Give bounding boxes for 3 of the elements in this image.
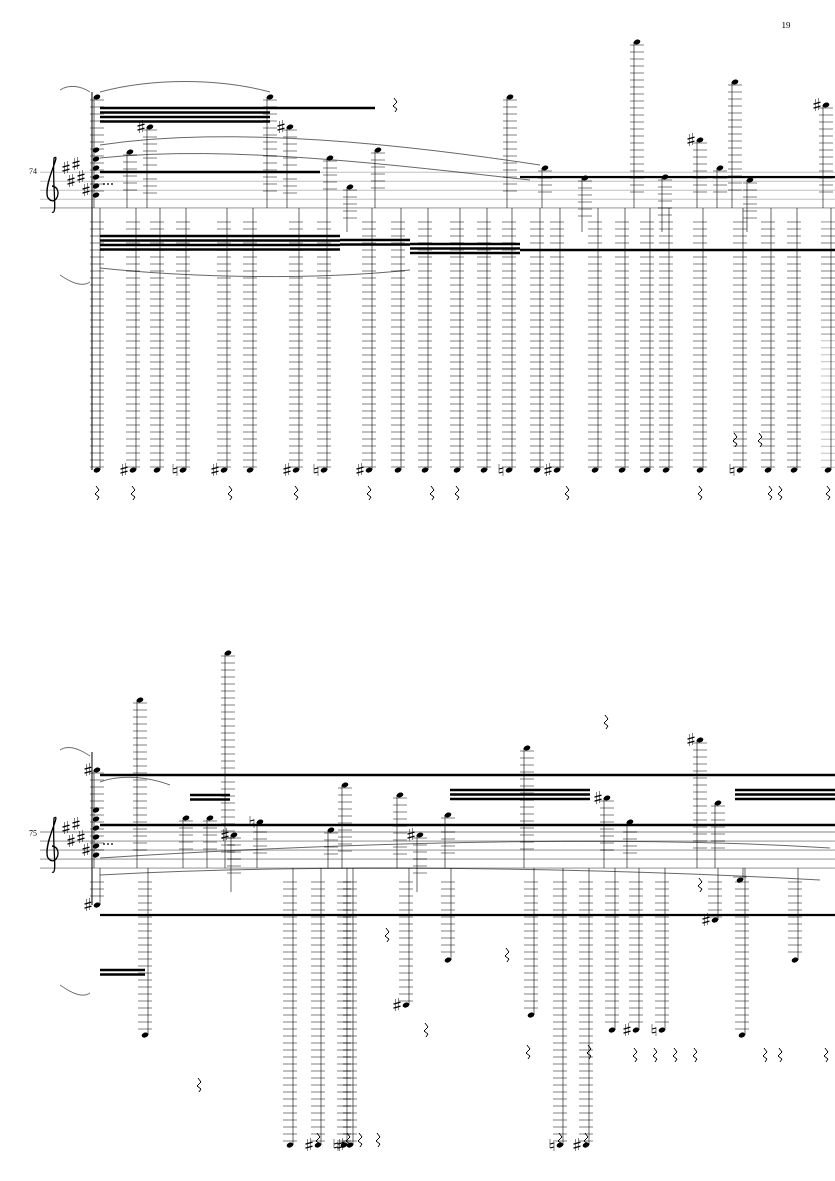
measure-number: 74 bbox=[29, 168, 37, 174]
page-number: 19 bbox=[782, 22, 791, 29]
measure-number: 75 bbox=[29, 830, 37, 836]
